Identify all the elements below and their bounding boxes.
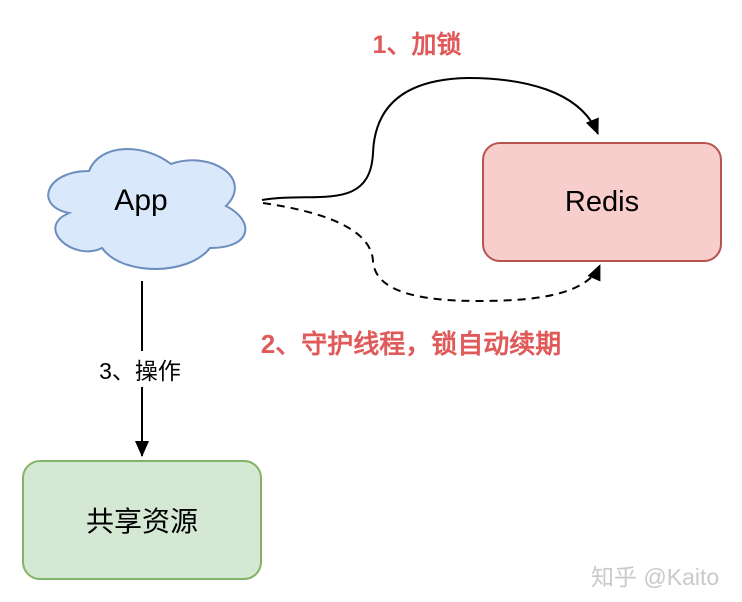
watermark: 知乎 @Kaito — [591, 564, 720, 590]
edge-label-lock: 1、加锁 — [372, 31, 462, 59]
app-node-label: App — [114, 184, 168, 217]
shared-resource-node-label: 共享资源 — [85, 506, 198, 537]
redis-node: Redis — [482, 142, 722, 262]
edge-lock-line — [261, 76, 599, 201]
edge-label-renew: 2、守护线程，锁自动续期 — [260, 329, 562, 359]
edge-renew-line — [262, 202, 601, 303]
edge-label-operate: 3、操作 — [94, 351, 186, 387]
app-cloud-shape — [47, 148, 247, 270]
redis-node-label: Redis — [564, 185, 640, 218]
shared-resource-node: 共享资源 — [22, 460, 262, 580]
